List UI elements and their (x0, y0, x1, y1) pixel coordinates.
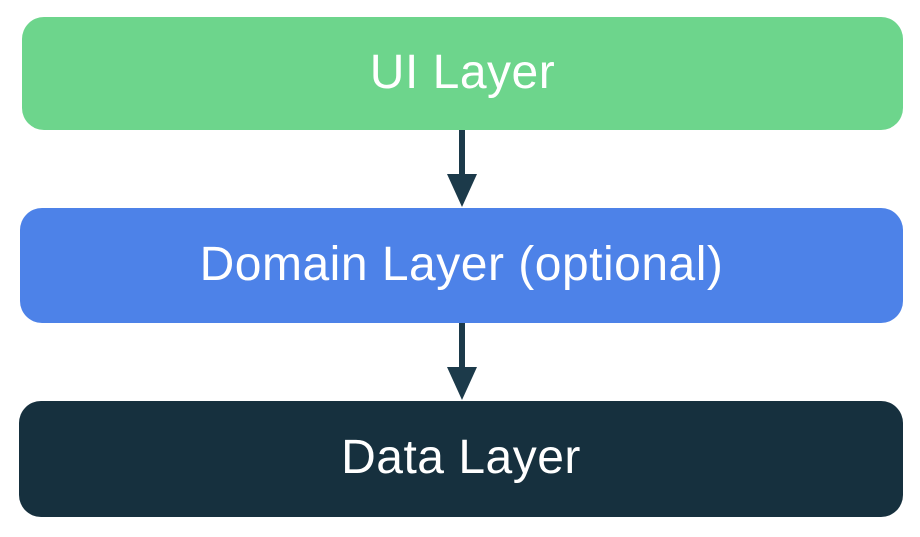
data-layer-label: Data Layer (341, 431, 581, 484)
data-layer-box: Data Layer (19, 401, 903, 517)
ui-layer-box: UI Layer (22, 17, 903, 130)
down-arrow-icon (446, 323, 478, 400)
domain-layer-label: Domain Layer (optional) (199, 237, 724, 291)
down-arrow-icon (446, 130, 478, 207)
ui-layer-label: UI Layer (369, 45, 556, 99)
domain-layer-box: Domain Layer (optional) (20, 208, 903, 323)
